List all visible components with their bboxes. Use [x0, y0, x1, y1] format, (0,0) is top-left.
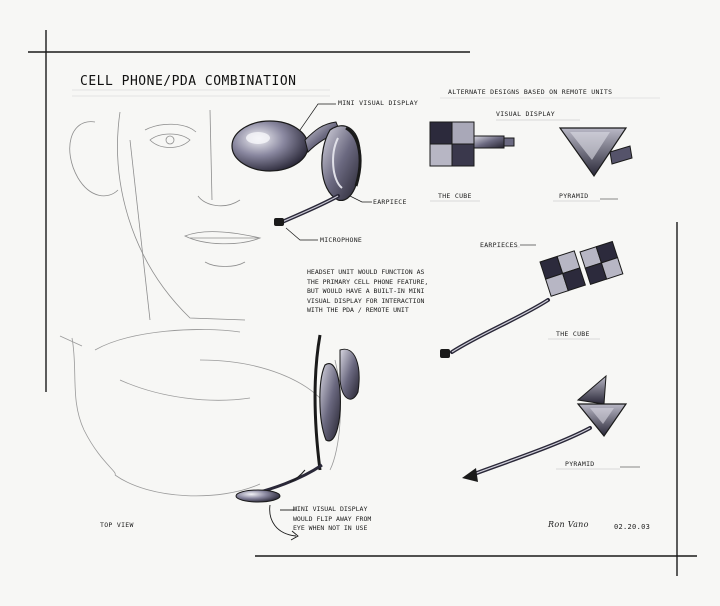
headset-note-line: THE PRIMARY CELL PHONE FEATURE,: [307, 277, 429, 286]
label-alternate-designs: ALTERNATE DESIGNS BASED ON REMOTE UNITS: [448, 88, 613, 96]
earpiece-unit: [321, 125, 362, 201]
face-sketch: [69, 109, 262, 321]
label-earpiece: EARPIECE: [373, 198, 407, 206]
frame-lines: [28, 30, 697, 576]
label-earpieces: EARPIECES: [480, 241, 518, 249]
label-the-cube-mid: THE CUBE: [556, 330, 590, 338]
flip-note: MINI VISUAL DISPLAY WOULD FLIP AWAY FROM…: [293, 505, 468, 534]
flip-note-line: WOULD FLIP AWAY FROM: [293, 514, 372, 523]
label-mini-visual-display: MINI VISUAL DISPLAY: [338, 99, 419, 107]
headset-note-line: VISUAL DISPLAY FOR INTERACTION: [307, 296, 425, 305]
label-top-view: TOP VIEW: [100, 521, 134, 529]
cube-display: [429, 121, 515, 167]
label-pyramid-top: PYRAMID: [559, 192, 589, 200]
label-microphone: MICROPHONE: [320, 236, 363, 244]
flip-note-line: MINI VISUAL DISPLAY: [293, 505, 368, 513]
date: 02.20.03: [614, 523, 651, 531]
flip-arrow: [269, 504, 299, 541]
label-the-cube-top: THE CUBE: [438, 192, 472, 200]
cube-earpiece: [440, 240, 624, 358]
headset-note-line: WITH THE PDA / REMOTE UNIT: [307, 306, 409, 314]
top-view-sketch: [59, 329, 341, 497]
page-title: CELL PHONE/PDA COMBINATION: [80, 74, 297, 89]
side-view-headset: [235, 334, 360, 503]
microphone-boom: [274, 194, 340, 226]
pyramid-display: [558, 127, 633, 178]
signature: Ron Vano: [548, 520, 589, 529]
headset-note: HEADSET UNIT WOULD FUNCTION AS THE PRIMA…: [307, 268, 482, 316]
flip-note-line: EYE WHEN NOT IN USE: [293, 524, 368, 532]
pyramid-earpiece: [462, 374, 628, 482]
headset-note-line: HEADSET UNIT WOULD FUNCTION AS: [307, 268, 425, 276]
leader-lines: [285, 103, 372, 241]
headset-note-line: BUT WOULD HAVE A BUILT-IN MINI: [307, 287, 425, 295]
label-visual-display: VISUAL DISPLAY: [496, 110, 555, 118]
label-pyramid-mid: PYRAMID: [565, 460, 595, 468]
